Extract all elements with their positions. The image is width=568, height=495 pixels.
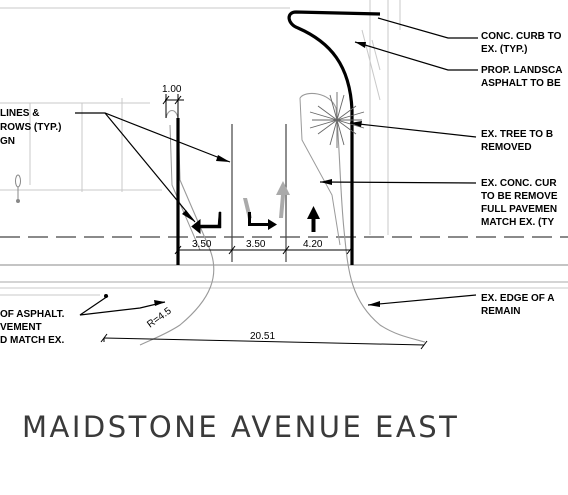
note-asphalt-line1: OF ASPHALT.: [0, 309, 65, 320]
leader-arrowheads: [104, 42, 380, 307]
through-arrow-grey-icon: [276, 181, 290, 218]
note-conc-curb-line2: EX. (TYP.): [481, 44, 528, 55]
left-turn-arrow-icon: [191, 211, 222, 235]
note-lines-line3: GN: [0, 136, 15, 147]
dim-top-width: 1.00: [162, 84, 182, 95]
note-lines-line2: ROWS (TYP.): [0, 122, 61, 133]
road-lines: [0, 236, 568, 283]
existing-curb-left: [139, 109, 215, 346]
note-tree-line2: REMOVED: [481, 142, 532, 153]
dim-lane-2: 3.50: [246, 239, 266, 250]
note-edge-line1: EX. EDGE OF A: [481, 293, 555, 304]
background-linework: [0, 0, 568, 296]
through-arrow-icon: [307, 206, 320, 232]
note-edge-line2: REMAIN: [481, 306, 520, 317]
street-name: MAIDSTONE AVENUE EAST: [22, 410, 459, 444]
note-ex-conc-line2: TO BE REMOVE: [481, 191, 558, 202]
dim-lane-1: 3.50: [192, 239, 212, 250]
dim-radius: R=4.5: [145, 305, 174, 330]
note-asphalt-line2: VEMENT: [0, 322, 42, 333]
note-ex-conc-line3: FULL PAVEMEN: [481, 204, 557, 215]
dim-lane-3: 4.20: [303, 239, 323, 250]
note-prop-landscape-line1: PROP. LANDSCA: [481, 65, 563, 76]
note-tree-line1: EX. TREE TO B: [481, 129, 553, 140]
leader-lines: [75, 17, 478, 316]
tree-icon: [309, 92, 365, 148]
note-conc-curb-line1: CONC. CURB TO: [481, 31, 562, 42]
note-ex-conc-line1: EX. CONC. CUR: [481, 178, 557, 189]
existing-curb-left-inner: [169, 124, 201, 251]
proposed-curb: [176, 10, 381, 265]
note-ex-conc-line4: MATCH EX. (TY: [481, 217, 554, 228]
note-lines-line1: LINES &: [0, 108, 39, 119]
dimension-lines: [100, 94, 428, 350]
note-asphalt-line3: D MATCH EX.: [0, 335, 64, 346]
dim-total: 20.51: [250, 331, 275, 342]
straight-right-arrow-icon: [243, 198, 277, 230]
existing-curb-right-inner: [299, 97, 341, 246]
note-prop-landscape-line2: ASPHALT TO BE: [481, 78, 561, 89]
light-pole-icon: [15, 174, 21, 203]
